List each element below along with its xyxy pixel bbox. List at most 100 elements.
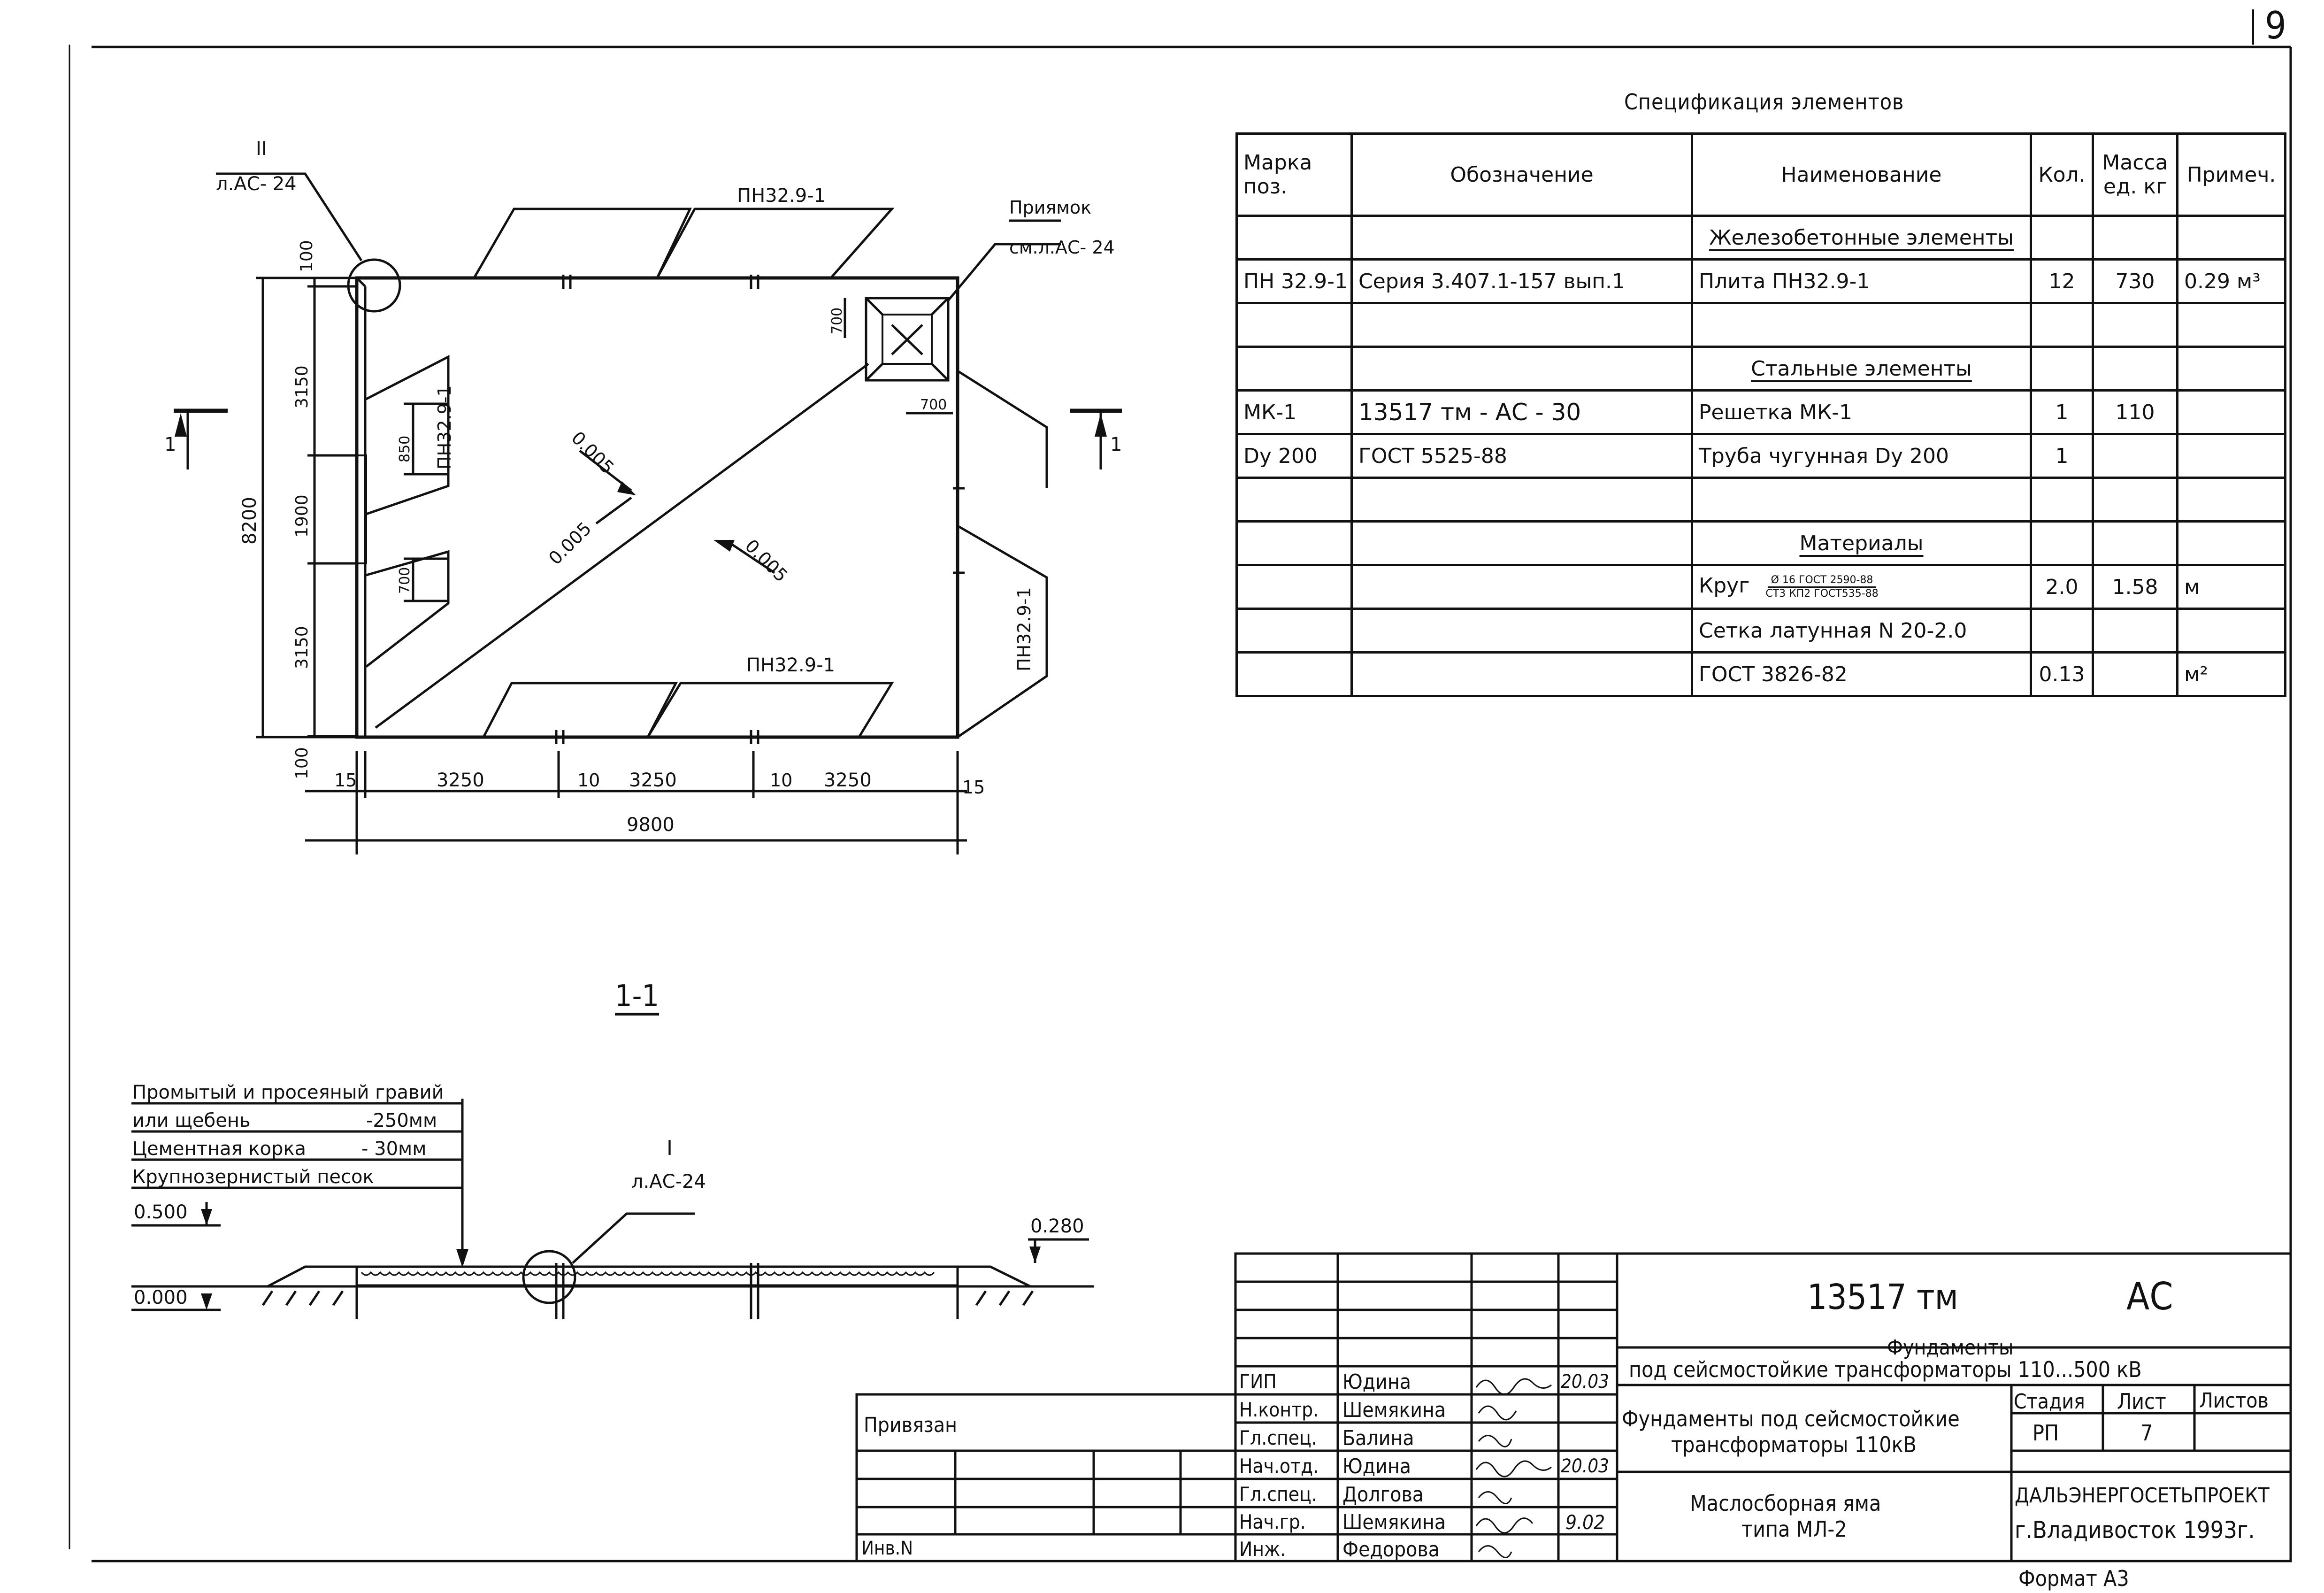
tb-role-inzh: Инж. <box>1239 1538 1286 1561</box>
layer-gravel-cont: или щебень <box>132 1110 251 1131</box>
dim-700-left: 700 <box>397 567 413 594</box>
tb-name-3: Балина <box>1342 1426 1414 1450</box>
col-header-mark: Марка поз. <box>1235 132 1353 217</box>
dim-15-right: 15 <box>962 777 985 798</box>
layer-cement: Цементная корка <box>132 1138 306 1160</box>
tb-role-glspec-2: Гл.спец. <box>1239 1483 1317 1506</box>
cell-name: ГОСТ 3826-82 <box>1691 651 2032 697</box>
tb-name-5: Долгова <box>1342 1483 1424 1507</box>
cell-name: Сетка латунная N 20-2.0 <box>1691 608 2032 654</box>
krug-denominator: СТ3 КП2 ГОСТ535-88 <box>1765 587 1879 600</box>
callout-ii-ref: л.АС- 24 <box>216 173 297 195</box>
group-steel: Стальные элементы <box>1751 356 1972 381</box>
table-row: Круг Ø 16 ГОСТ 2590-88 СТ3 КП2 ГОСТ535-8… <box>1235 564 2286 610</box>
table-row: Сетка латунная N 20-2.0 <box>1235 608 2286 654</box>
cell-designation: ГОСТ 5525-88 <box>1350 433 1693 479</box>
tb-project: Фундаменты <box>1887 1336 2014 1360</box>
tb-name-7: Федорова <box>1342 1538 1440 1562</box>
layer-gravel: Промытый и просеяный гравий <box>132 1082 444 1103</box>
tb-sheet-title-1: Фундаменты под сейсмостойкие <box>1622 1406 1960 1431</box>
group-materials: Материалы <box>1799 531 1924 555</box>
cell-mark: Dy 200 <box>1235 433 1353 479</box>
pit-label: Приямок <box>1009 197 1091 218</box>
callout-i-roman: I <box>667 1136 673 1160</box>
layer-gravel-value: -250мм <box>366 1110 437 1131</box>
krug-fraction: Ø 16 ГОСТ 2590-88 СТ3 КП2 ГОСТ535-88 <box>1765 574 1878 600</box>
cell-note <box>2176 433 2286 479</box>
table-row <box>1235 477 2286 523</box>
col-header-designation: Обозначение <box>1350 132 1693 217</box>
plan-drawing: II л.АС- 24 Приямок см.л.АС- 24 ПН32.9-1… <box>164 138 1122 854</box>
dim-1900: 1900 <box>292 494 312 538</box>
dim-9800: 9800 <box>627 814 675 836</box>
dim-700-pit-h: 700 <box>920 397 947 413</box>
tb-ac: АС <box>2126 1275 2173 1318</box>
cell-qty: 1 <box>2030 433 2094 479</box>
spec-table: Марка поз. Обозначение Наименование Кол.… <box>1235 132 2286 697</box>
page-number: 9 <box>2265 4 2286 47</box>
table-row <box>1235 302 2286 348</box>
dim-700-pit-v: 700 <box>829 308 845 334</box>
tb-format: Формат А3 <box>2018 1566 2129 1591</box>
tb-code: 13517 тм <box>1807 1277 1958 1317</box>
callout-ii-roman: II <box>256 138 267 160</box>
cell-designation: 13517 тм - АС - 30 <box>1350 389 1693 435</box>
tb-sheet-title-2: трансформаторы 110кВ <box>1671 1432 1917 1457</box>
dim-3150-top: 3150 <box>292 365 312 408</box>
cell-qty: 0.13 <box>2030 651 2094 697</box>
table-row: Стальные элементы <box>1235 346 2286 392</box>
top-slab-label: ПН32.9-1 <box>737 185 826 207</box>
cell-qty: 2.0 <box>2030 564 2094 610</box>
tb-stage-label: Стадия <box>2014 1390 2085 1414</box>
level-right: 0.280 <box>1030 1216 1084 1237</box>
dim-3250-a: 3250 <box>437 770 484 791</box>
level-left-top: 0.500 <box>134 1201 188 1223</box>
spec-header-row: Марка поз. Обозначение Наименование Кол.… <box>1235 132 2286 217</box>
callout-i-ref: л.АС-24 <box>631 1171 706 1193</box>
tb-sheets-label: Листов <box>2199 1389 2269 1413</box>
layer-cement-value: - 30мм <box>361 1138 426 1160</box>
cell-name: Плита ПН32.9-1 <box>1691 258 2032 304</box>
krug-numerator: Ø 16 ГОСТ 2590-88 <box>1768 574 1876 588</box>
left-slab-label: ПН32.9-1 <box>434 385 455 469</box>
group-concrete: Железобетонные элементы <box>1709 225 2014 250</box>
tb-drawing-title-2: типа МЛ-2 <box>1741 1516 1847 1542</box>
table-row: ГОСТ 3826-82 0.13 м² <box>1235 651 2286 697</box>
tb-name-6: Шемякина <box>1342 1510 1446 1534</box>
tb-sheet: 7 <box>2140 1420 2153 1446</box>
tb-org: ДАЛЬЭНЕРГОСЕТЬПРОЕКТ <box>2015 1484 2270 1508</box>
dim-3250-b: 3250 <box>629 770 677 791</box>
tb-date-4: 20.03 <box>1561 1455 1609 1477</box>
tb-name-2: Шемякина <box>1342 1398 1446 1422</box>
tb-name-1: Юдина <box>1342 1370 1411 1394</box>
tb-bound: Привязан <box>864 1413 957 1437</box>
tb-city: г.Владивосток 1993г. <box>2015 1516 2255 1544</box>
tb-stage: РП <box>2033 1420 2059 1446</box>
section-mark-right: 1 <box>1110 434 1122 455</box>
table-row: Железобетонные элементы <box>1235 215 2286 261</box>
spec-title: Спецификация элементов <box>1624 89 1904 115</box>
krug-name: Круг <box>1699 574 1750 598</box>
dim-10-a: 10 <box>577 770 600 791</box>
col-header-qty: Кол. <box>2030 132 2094 217</box>
cell-mass <box>2092 651 2178 697</box>
cell-note: 0.29 м³ <box>2176 258 2286 304</box>
tb-name-4: Юдина <box>1342 1454 1411 1478</box>
cell-name: Решетка МК-1 <box>1691 389 2032 435</box>
tb-date-1: 20.03 <box>1561 1371 1609 1393</box>
dim-15-left: 15 <box>334 770 357 791</box>
tb-drawing-title-1: Маслосборная яма <box>1690 1491 1881 1516</box>
cell-mass: 1.58 <box>2092 564 2178 610</box>
cell-mass <box>2092 433 2178 479</box>
cell-name-krug: Круг Ø 16 ГОСТ 2590-88 СТ3 КП2 ГОСТ535-8… <box>1691 564 2032 610</box>
dim-3150-bottom: 3150 <box>292 626 312 669</box>
tb-role-nachgr: Нач.гр. <box>1239 1510 1306 1533</box>
tb-role-glspec: Гл.спец. <box>1239 1426 1317 1449</box>
cell-qty: 1 <box>2030 389 2094 435</box>
table-row: ПН 32.9-1 Серия 3.407.1-157 вып.1 Плита … <box>1235 258 2286 304</box>
table-row: МК-1 13517 тм - АС - 30 Решетка МК-1 1 1… <box>1235 389 2286 435</box>
tb-inv: Инв.N <box>861 1538 913 1559</box>
dim-8200: 8200 <box>239 497 261 545</box>
tb-role-nkontr: Н.контр. <box>1239 1398 1319 1421</box>
